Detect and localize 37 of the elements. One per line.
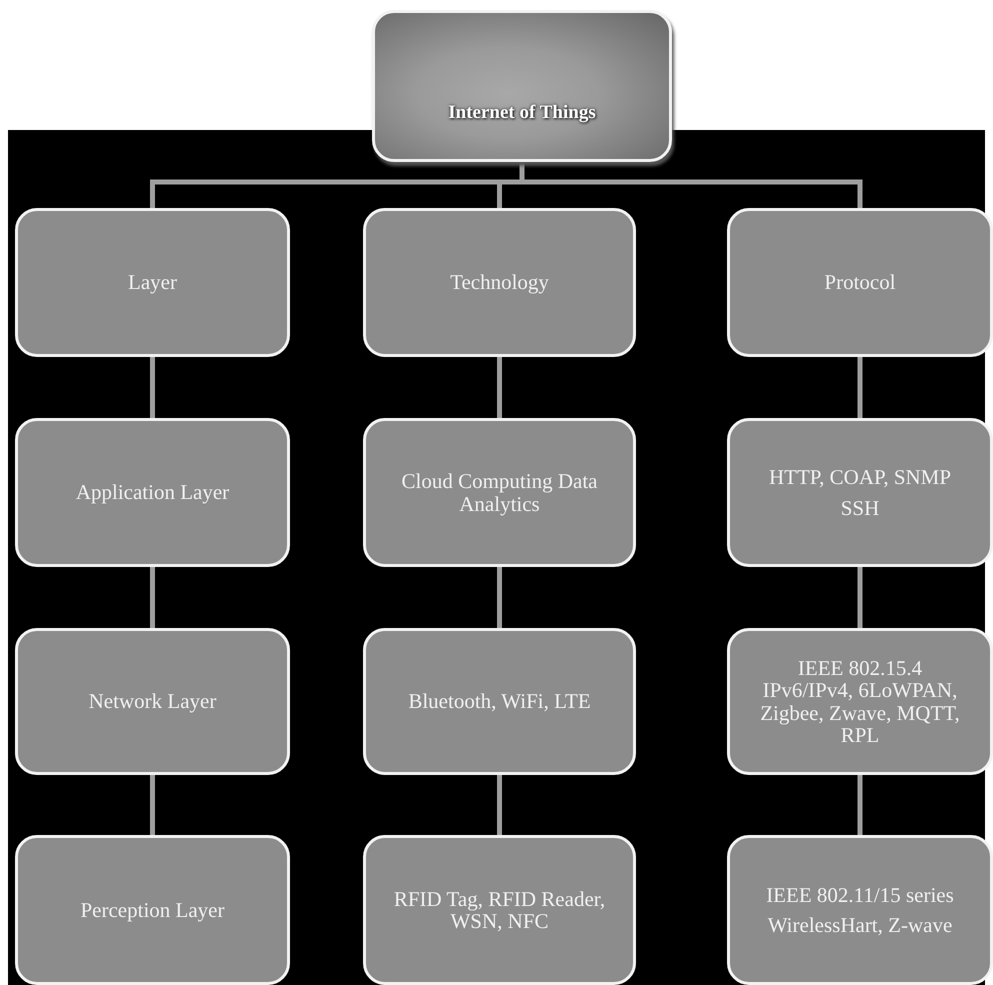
node-text: IEEE 802.11/15 series [766,884,954,906]
root-box [372,10,672,162]
node-text: Protocol [824,271,896,294]
node-text: Cloud Computing Data Analytics [400,470,598,515]
node-text: Network Layer [88,690,216,713]
connector-line [858,567,862,628]
node-text: Perception Layer [80,898,225,922]
node-text: IEEE 802.15.4 IPv6/IPv4, 6LoWPAN, Zigbee, Zwave, MQTT, RPL [759,657,961,746]
category-box [15,208,290,357]
category-box [727,628,993,775]
connector-line [497,775,502,835]
node-text: Technology [450,271,549,294]
node-text: Internet of Things [448,103,596,123]
node-text: Layer [128,271,177,294]
category-box [15,628,290,775]
connector-line [858,357,862,418]
node-text: SSH [840,496,880,519]
category-box [363,208,636,357]
category-box [363,628,636,775]
category-box [727,208,993,357]
connector-line [858,775,862,835]
node-text: WirelessHart, Z-wave [768,914,952,936]
node-text: Bluetooth, WiFi, LTE [408,690,591,713]
category-box [727,418,993,567]
node-text: Application Layer [76,481,230,504]
connector-line [150,357,155,418]
category-box [15,418,290,567]
connector-line [150,775,155,835]
category-box [727,835,993,985]
connector-line [150,567,155,628]
node-text: HTTP, COAP, SNMP [768,466,952,488]
node-text: RFID Tag, RFID Reader, WSN, NFC [392,888,606,932]
connector-line [497,567,502,628]
category-box [363,835,636,985]
connector-line [497,357,502,418]
category-box [15,835,290,985]
category-box [363,418,636,567]
